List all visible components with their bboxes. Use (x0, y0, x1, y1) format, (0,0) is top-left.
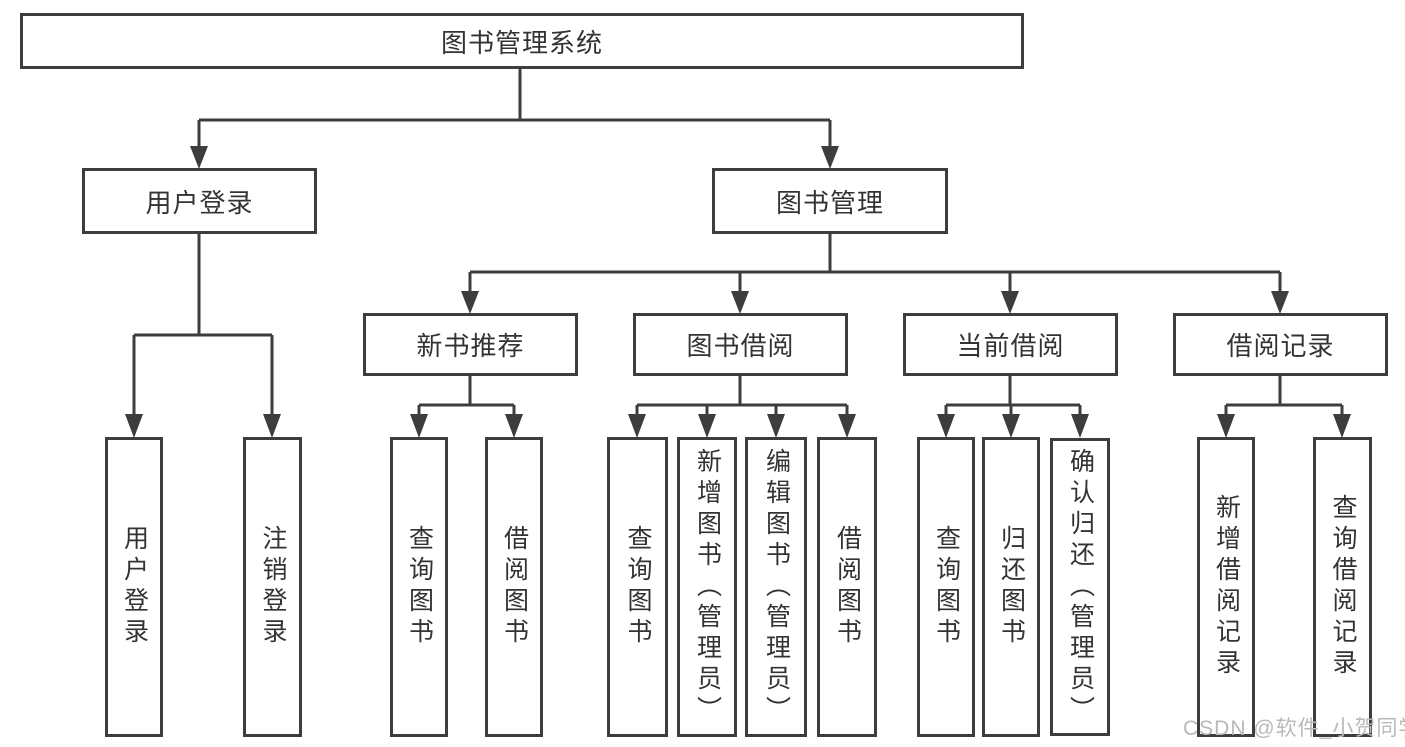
leaf-label: 归还图书 (997, 525, 1026, 649)
node-label: 当前借阅 (956, 331, 1065, 361)
node-label: 图书管理系统 (440, 27, 603, 58)
watermark: CSDN @软件_小贺同学 (1183, 717, 1405, 740)
node-label: 用户登录 (145, 187, 254, 218)
leaf-borrow-query-books: 查询图书 (607, 437, 668, 737)
leaf-borrow-borrow-books: 借阅图书 (817, 437, 877, 737)
leaf-label: 确认归还（管理员） (1066, 447, 1095, 727)
node-book-borrow: 图书借阅 (633, 313, 848, 376)
node-current-borrow: 当前借阅 (903, 313, 1118, 376)
node-borrow-records: 借阅记录 (1173, 313, 1388, 376)
leaf-label: 新增借阅记录 (1212, 494, 1241, 680)
leaf-label: 查询图书 (624, 525, 652, 649)
node-library-management-system: 图书管理系统 (20, 13, 1024, 69)
leaf-label: 借阅图书 (500, 525, 529, 649)
node-new-book-recommend: 新书推荐 (363, 313, 578, 376)
leaf-recommend-query-books: 查询图书 (390, 437, 448, 737)
node-label: 图书借阅 (686, 331, 795, 361)
leaf-label: 借阅图书 (833, 525, 862, 649)
node-label: 新书推荐 (416, 331, 525, 361)
node-user-login: 用户登录 (82, 168, 317, 234)
leaf-label: 查询借阅记录 (1329, 494, 1357, 680)
leaf-records-add-record: 新增借阅记录 (1197, 437, 1255, 737)
leaf-logout: 注销登录 (243, 437, 302, 737)
leaf-label: 新增图书（管理员） (693, 447, 722, 727)
leaf-user-login: 用户登录 (105, 437, 163, 737)
leaf-borrow-add-books-admin: 新增图书（管理员） (677, 437, 737, 737)
leaf-borrow-edit-books-admin: 编辑图书（管理员） (745, 437, 807, 737)
node-book-management: 图书管理 (712, 168, 948, 234)
leaf-recommend-borrow-books: 借阅图书 (485, 437, 543, 737)
leaf-label: 注销登录 (259, 525, 287, 649)
node-label: 图书管理 (775, 187, 884, 218)
node-label: 借阅记录 (1226, 331, 1335, 361)
leaf-label: 用户登录 (120, 525, 149, 649)
leaf-current-confirm-return-admin: 确认归还（管理员） (1050, 438, 1110, 736)
leaf-label: 查询图书 (405, 525, 434, 649)
leaf-label: 编辑图书（管理员） (762, 447, 791, 727)
leaf-label: 查询图书 (932, 525, 961, 649)
leaf-current-return-books: 归还图书 (982, 437, 1040, 737)
leaf-current-query-books: 查询图书 (917, 437, 975, 737)
leaf-records-query-record: 查询借阅记录 (1313, 437, 1372, 737)
